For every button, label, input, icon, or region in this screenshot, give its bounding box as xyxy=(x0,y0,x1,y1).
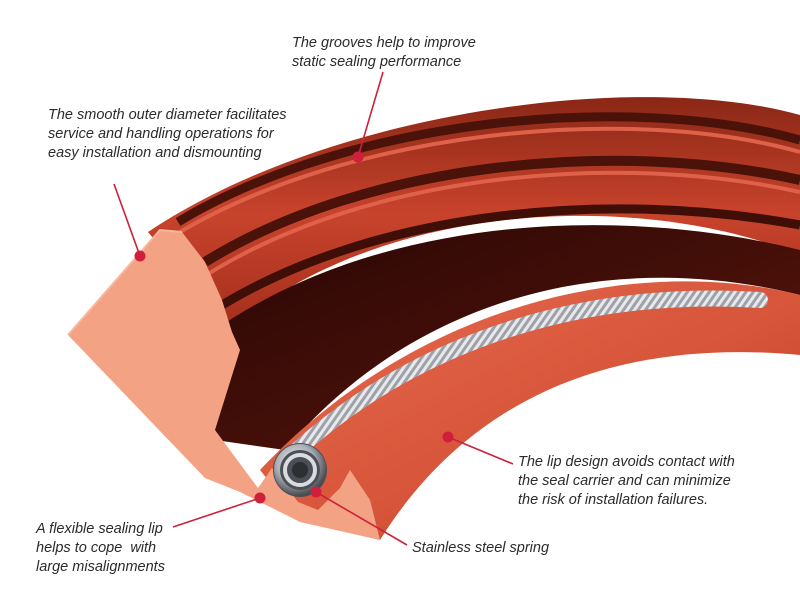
callout-smooth-outer-diameter: The smooth outer diameter facilitates se… xyxy=(48,106,287,163)
seal-inner-lip xyxy=(260,281,800,540)
spring-coil-ring-inner xyxy=(283,453,317,487)
spring-core xyxy=(292,462,308,478)
callout-smooth-line-1: The smooth outer diameter facilitates xyxy=(48,107,287,123)
seal-inner-cavity xyxy=(215,225,800,450)
leader-grooves xyxy=(357,71,384,158)
leader-smooth-od xyxy=(113,183,141,257)
callout-grooves: The grooves help to improve static seali… xyxy=(292,34,476,72)
leader-lip-design-dot xyxy=(442,431,454,443)
callout-lip-line-3: the risk of installation failures. xyxy=(518,492,709,508)
callout-lip-line-1: The lip design avoids contact with xyxy=(518,454,735,470)
groove-3 xyxy=(219,204,800,309)
leader-smooth-od-dot xyxy=(134,250,146,262)
seal-cross-section-edge xyxy=(67,228,183,336)
leader-flexible-lip-dot xyxy=(254,492,266,504)
leader-lines xyxy=(113,71,514,546)
callout-smooth-line-3: easy installation and dismounting xyxy=(48,145,262,161)
callout-grooves-line-1: The grooves help to improve xyxy=(292,35,476,51)
callout-lip-design: The lip design avoids contact with the s… xyxy=(518,453,735,510)
callout-flexible-line-2: helps to cope with xyxy=(36,540,157,556)
groove-2 xyxy=(202,155,800,267)
callout-grooves-line-2: static sealing performance xyxy=(292,54,462,70)
leader-lip-design xyxy=(447,436,514,465)
callout-spring-line-1: Stainless steel spring xyxy=(412,540,550,556)
callout-stainless-steel-spring: Stainless steel spring xyxy=(412,539,549,558)
callout-smooth-line-2: service and handling operations for xyxy=(48,126,274,142)
callout-flexible-line-1: A flexible sealing lip xyxy=(36,521,163,537)
spring-coil-ring-outer xyxy=(274,444,326,496)
leader-flexible-lip xyxy=(172,497,261,528)
leader-spring-dot xyxy=(310,486,322,498)
groove-1-highlight xyxy=(178,126,800,234)
groove-1 xyxy=(175,112,800,226)
seal-cross-section-face xyxy=(68,230,380,540)
leader-grooves-dot xyxy=(352,151,364,163)
leader-spring xyxy=(315,491,408,546)
spring-coil-body xyxy=(287,290,768,460)
callout-flexible-line-3: large misalignments xyxy=(36,559,165,575)
callout-flexible-sealing-lip: A flexible sealing lip helps to cope wit… xyxy=(36,520,165,577)
seal-outer-surface xyxy=(148,97,800,330)
callout-lip-line-2: the seal carrier and can minimize xyxy=(518,473,731,489)
groove-2-highlight xyxy=(206,170,800,276)
